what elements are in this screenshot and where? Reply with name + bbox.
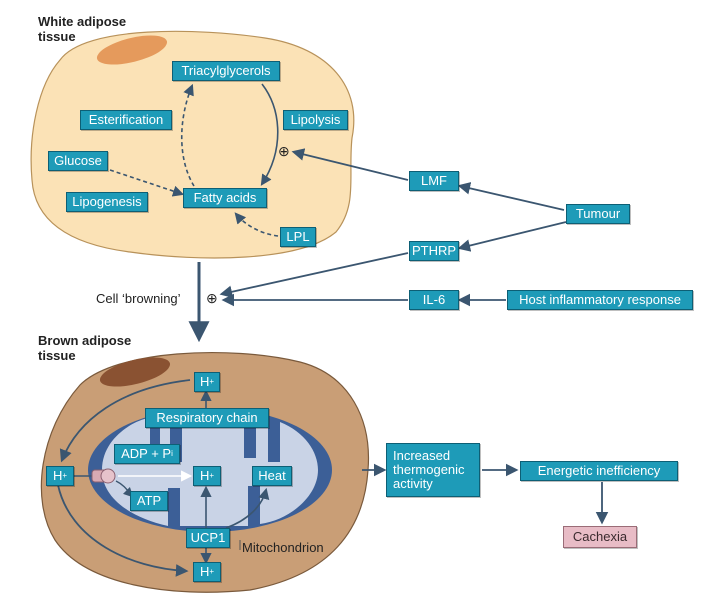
fatty-acids-box: Fatty acids (183, 188, 267, 208)
h-left-box: H+ (46, 466, 74, 486)
cachexia-box: Cachexia (563, 526, 637, 548)
cachexia-label: Cachexia (572, 529, 628, 544)
lpl-box: LPL (280, 227, 316, 247)
arrow-lpl-to-fa (234, 212, 279, 237)
il6-label: IL-6 (422, 292, 446, 307)
host-inflammatory-label: Host inflammatory response (519, 292, 681, 307)
lipogenesis-label: Lipogenesis (72, 194, 142, 209)
lmf-label: LMF (421, 173, 447, 188)
glucose-box: Glucose (48, 151, 108, 171)
triacylglycerols-label: Triacylglycerols (181, 63, 271, 78)
lipolysis-box: Lipolysis (283, 110, 348, 130)
mitochondrion-label: Mitochondrion (242, 540, 324, 555)
plus-symbol-browning: ⊕ (206, 290, 218, 306)
h-left-label: H (52, 468, 63, 483)
h-mid-box: H+ (193, 466, 221, 486)
white-adipose-nucleus (96, 35, 168, 65)
lipolysis-label: Lipolysis (290, 112, 341, 127)
arrow-tumour-to-pthrp (457, 221, 567, 252)
white-adipose-title: White adipose tissue (38, 14, 127, 44)
energetic-inefficiency-box: Energetic inefficiency (520, 461, 678, 481)
ucp1-box: UCP1 (186, 528, 230, 548)
lpl-label: LPL (286, 229, 310, 244)
fatty-acids-label: Fatty acids (193, 190, 257, 205)
adp-pi-label: ADP + P (121, 446, 172, 461)
brown-adipose-nucleus (99, 357, 171, 387)
arrow-htop-to-hleft (59, 379, 191, 463)
h-mid-label: H (199, 468, 210, 483)
arrow-fa-to-tg (180, 83, 195, 187)
thermogenic-activity-label: Increased thermogenic activity (393, 448, 465, 491)
arrow-ucp1-to-heat (225, 487, 270, 529)
arrow-tg-to-fa (260, 83, 279, 186)
atp-label: ATP (136, 493, 162, 508)
energetic-inefficiency-label: Energetic inefficiency (537, 463, 661, 478)
triacylglycerols-box: Triacylglycerols (172, 61, 280, 81)
ucp1-label: UCP1 (190, 530, 226, 545)
h-top-box: H+ (194, 372, 220, 392)
tumour-box: Tumour (566, 204, 630, 224)
lipogenesis-box: Lipogenesis (66, 192, 148, 212)
respiratory-chain-label: Respiratory chain (156, 410, 258, 425)
esterification-label: Esterification (88, 112, 164, 127)
arrow-glucose-to-fa (109, 169, 185, 197)
pthrp-label: PTHRP (411, 243, 457, 258)
pthrp-box: PTHRP (409, 241, 459, 261)
esterification-box: Esterification (80, 110, 172, 130)
atp-synthase-icon (100, 468, 116, 484)
h-bottom-box: H+ (193, 562, 221, 582)
respiratory-chain-box: Respiratory chain (145, 408, 269, 428)
cell-browning-label: Cell ‘browning’ (96, 291, 181, 306)
thermogenic-activity-box: Increased thermogenic activity (386, 443, 480, 497)
lmf-box: LMF (409, 171, 459, 191)
plus-symbol-lipolysis: ⊕ (278, 143, 290, 159)
brown-adipose-title: Brown adipose tissue (38, 333, 132, 363)
arrow-hleft-to-hbottom (57, 484, 189, 577)
glucose-label: Glucose (54, 153, 102, 168)
arrow-pthrp-to-browning (219, 252, 409, 298)
host-inflammatory-box: Host inflammatory response (507, 290, 693, 310)
atp-box: ATP (130, 491, 168, 511)
tumour-label: Tumour (575, 206, 621, 221)
arrow-lmf-to-lipolysis (291, 148, 409, 181)
h-bottom-label: H (199, 564, 210, 579)
heat-label: Heat (258, 468, 286, 483)
heat-box: Heat (252, 466, 292, 486)
arrow-tumour-to-lmf (457, 182, 565, 211)
h-top-label: H (199, 374, 210, 389)
il6-box: IL-6 (409, 290, 459, 310)
